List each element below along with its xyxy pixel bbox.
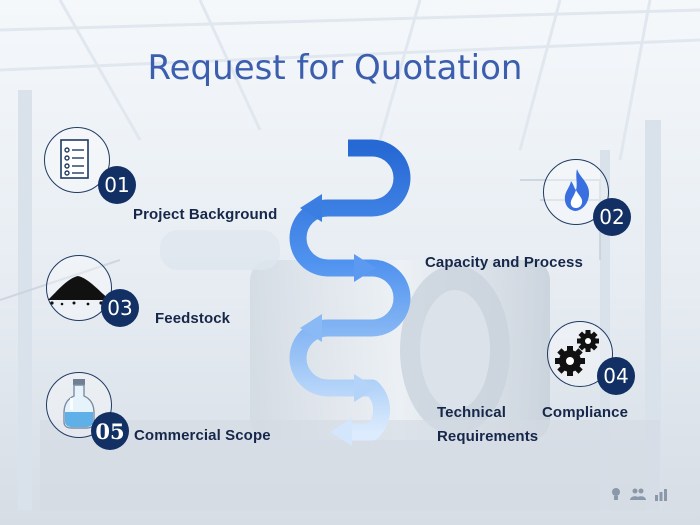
flame-icon bbox=[564, 169, 590, 211]
technical-line-2: Requirements bbox=[437, 428, 539, 445]
arrow-head-right bbox=[354, 374, 376, 402]
step-number-badge: 01 bbox=[98, 166, 136, 204]
step-label: Feedstock bbox=[155, 310, 231, 327]
step-label: Compliance bbox=[542, 404, 629, 421]
technical-line-1: Technical bbox=[437, 404, 506, 421]
gears-icon bbox=[555, 330, 599, 376]
step-label: Project Background bbox=[133, 206, 278, 223]
document-list-icon bbox=[60, 139, 89, 179]
step-number-badge: 02 bbox=[593, 198, 631, 236]
step-number-badge: 04 bbox=[597, 357, 635, 395]
step-number-badge: 03 bbox=[101, 289, 139, 327]
step-number-badge: 05 bbox=[91, 412, 129, 450]
arrow-head-right bbox=[354, 254, 376, 282]
page-title: Request for Quotation bbox=[147, 48, 523, 88]
bar-chart-icon bbox=[655, 489, 667, 501]
people-icon bbox=[630, 488, 646, 500]
arrow-head-left bbox=[300, 314, 322, 342]
flask-icon bbox=[63, 379, 95, 429]
corner-icon-group bbox=[610, 487, 668, 501]
technical-requirements-label: Technical Requirements bbox=[437, 401, 538, 449]
arrow-head-left bbox=[300, 194, 322, 222]
step-label: Capacity and Process bbox=[425, 254, 583, 271]
lightbulb-icon bbox=[612, 488, 620, 500]
arrow-head-left bbox=[330, 418, 352, 446]
flow-path bbox=[289, 139, 411, 441]
step-label: Commercial Scope bbox=[134, 427, 271, 444]
